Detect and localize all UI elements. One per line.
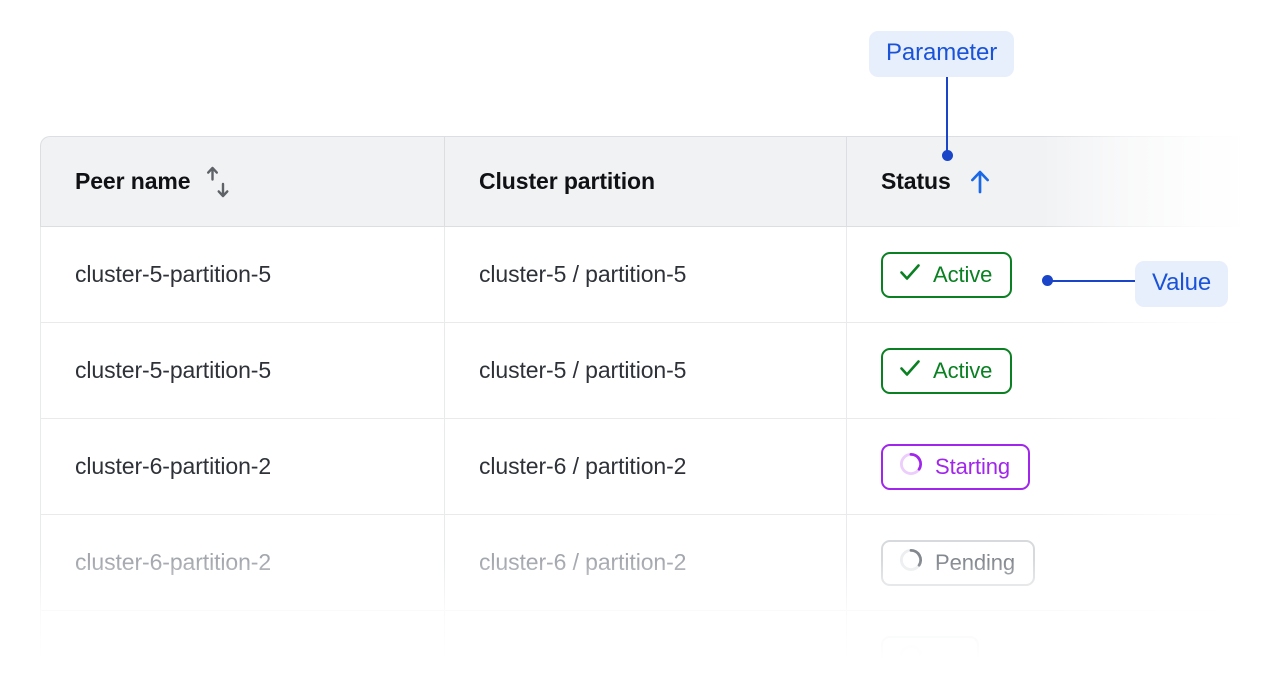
cell-peer-name: cluster-6-partition-2	[40, 419, 444, 515]
table-row[interactable]: cluster-5-partition-5 cluster-5 / partit…	[40, 323, 1240, 419]
table-row[interactable]: cluster-6-partition-2 cluster-6 / partit…	[40, 419, 1240, 515]
column-header-peer-name[interactable]: Peer name	[40, 136, 444, 227]
sort-updown-icon[interactable]	[204, 165, 232, 199]
status-badge-active[interactable]: Active	[881, 251, 1013, 298]
column-header-peer-name-label: Peer name	[75, 168, 191, 194]
status-badge-partial[interactable]	[881, 635, 980, 682]
spinner-icon	[897, 546, 925, 580]
arrow-up-icon[interactable]	[965, 167, 995, 197]
cell-cluster-partition	[444, 611, 846, 688]
spinner-icon	[897, 642, 925, 676]
check-icon	[897, 355, 923, 387]
cell-cluster-partition: cluster-5 / partition-5	[444, 323, 846, 419]
column-header-cluster-partition[interactable]: Cluster partition	[444, 136, 846, 227]
cell-cluster-partition: cluster-6 / partition-2	[444, 419, 846, 515]
status-badge-label: Active	[933, 357, 993, 383]
status-badge-label: Starting	[935, 453, 1011, 479]
table-row[interactable]	[40, 611, 1240, 688]
table-header-row: Peer name Cluster partition	[40, 136, 1240, 227]
annotation-chip-value: Value	[1135, 261, 1229, 307]
annotation-line-value	[1048, 280, 1140, 282]
cell-status: Active	[846, 323, 1240, 419]
cell-peer-name: cluster-5-partition-5	[40, 323, 444, 419]
annotation-chip-parameter: Parameter	[869, 31, 1015, 77]
status-badge-label: Pending	[935, 549, 1016, 575]
status-badge-starting[interactable]: Starting	[881, 443, 1031, 490]
column-header-cluster-partition-label: Cluster partition	[479, 168, 655, 194]
status-badge-label: Active	[933, 261, 993, 287]
cell-status: Pending	[846, 515, 1240, 611]
table-row[interactable]: cluster-5-partition-5 cluster-5 / partit…	[40, 227, 1240, 323]
column-header-status-label: Status	[881, 168, 951, 194]
cell-peer-name: cluster-6-partition-2	[40, 515, 444, 611]
check-icon	[897, 259, 923, 291]
status-badge-active[interactable]: Active	[881, 347, 1013, 394]
table-body: cluster-5-partition-5 cluster-5 / partit…	[40, 227, 1240, 688]
table-row[interactable]: cluster-6-partition-2 cluster-6 / partit…	[40, 515, 1240, 611]
status-badge-label	[935, 646, 959, 672]
peers-table-container: Peer name Cluster partition	[40, 136, 1240, 688]
cell-peer-name	[40, 611, 444, 688]
cell-status: Starting	[846, 419, 1240, 515]
peers-table: Peer name Cluster partition	[40, 136, 1240, 688]
status-badge-pending[interactable]: Pending	[881, 539, 1036, 586]
column-header-status[interactable]: Status	[846, 136, 1240, 227]
cell-peer-name: cluster-5-partition-5	[40, 227, 444, 323]
annotation-dot-parameter	[942, 150, 953, 161]
cell-cluster-partition: cluster-5 / partition-5	[444, 227, 846, 323]
cell-cluster-partition: cluster-6 / partition-2	[444, 515, 846, 611]
spinner-icon	[897, 450, 925, 484]
cell-status	[846, 611, 1240, 688]
annotation-line-parameter	[946, 71, 948, 155]
annotation-dot-value	[1042, 275, 1053, 286]
table-header: Peer name Cluster partition	[40, 136, 1240, 227]
